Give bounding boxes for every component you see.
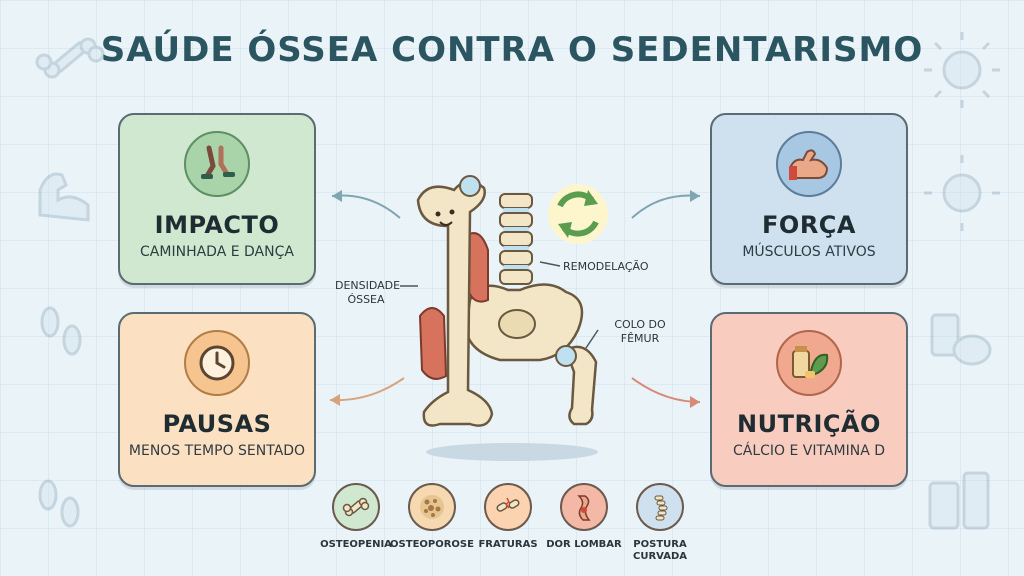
femur-neck-highlight [555,345,577,367]
card-forca: FORÇA MÚSCULOS ATIVOS [710,113,908,285]
broken-bone-icon [484,483,532,531]
risk-label: OSTEOPOROSE [390,539,474,550]
risk-label: FRATURAS [478,539,538,550]
card-subtitle: MENOS TEMPO SENTADO [128,443,306,459]
risk-postura-curvada: POSTURA CURVADA [620,483,700,563]
card-title: FORÇA [762,211,856,239]
supplement-bottle-icon [776,330,842,396]
porous-bone-icon [408,483,456,531]
bone-icon [35,37,105,79]
card-title: IMPACTO [154,211,280,239]
card-subtitle: CAMINHADA E DANÇA [140,244,294,260]
risk-label: POSTURA CURVADA [633,539,687,562]
card-title: NUTRIÇÃO [737,410,881,438]
flexed-arm-icon [776,131,842,197]
ground-shadow [426,443,598,461]
bone-face [435,209,455,226]
page-title: SAÚDE ÓSSEA CONTRA O SEDENTARISMO [100,30,924,70]
risk-label: OSTEOPENIA [320,539,392,550]
risk-osteopenia: OSTEOPENIA [316,483,396,551]
card-title: PAUSAS [162,410,272,438]
sun-icon [924,32,1000,231]
femur-right [564,345,598,426]
clock-icon [184,330,250,396]
lower-back-icon [560,483,608,531]
spine [499,193,533,285]
remodel-cycle-icon [548,184,608,244]
muscle-upper [464,232,489,303]
card-pausas: PAUSAS MENOS TEMPO SENTADO [118,312,316,487]
card-impacto: IMPACTO CAMINHADA E DANÇA [118,113,316,285]
footprints-icon [38,306,82,528]
card-subtitle: CÁLCIO E VITAMINA D [732,443,886,459]
card-subtitle: MÚSCULOS ATIVOS [742,244,876,260]
walking-legs-icon [184,131,250,197]
bone-icon [332,483,380,531]
label-densidade-ossea: DENSIDADE ÓSSEA [335,279,401,306]
label-remodelacao: REMODELAÇÃO [563,260,649,273]
label-colo-do-femur: COLO DO FÊMUR [614,318,666,345]
curved-spine-icon [636,483,684,531]
risk-dor-lombar: DOR LOMBAR [544,483,624,551]
card-nutricao: NUTRIÇÃO CÁLCIO E VITAMINA D [710,312,908,487]
risk-fraturas: FRATURAS [468,483,548,551]
flexed-arm-icon [38,172,90,222]
risk-label: DOR LOMBAR [546,539,622,550]
supplement-bottle-icon [928,313,992,530]
muscle-lower [418,307,448,380]
risk-osteoporose: OSTEOPOROSE [390,483,474,551]
